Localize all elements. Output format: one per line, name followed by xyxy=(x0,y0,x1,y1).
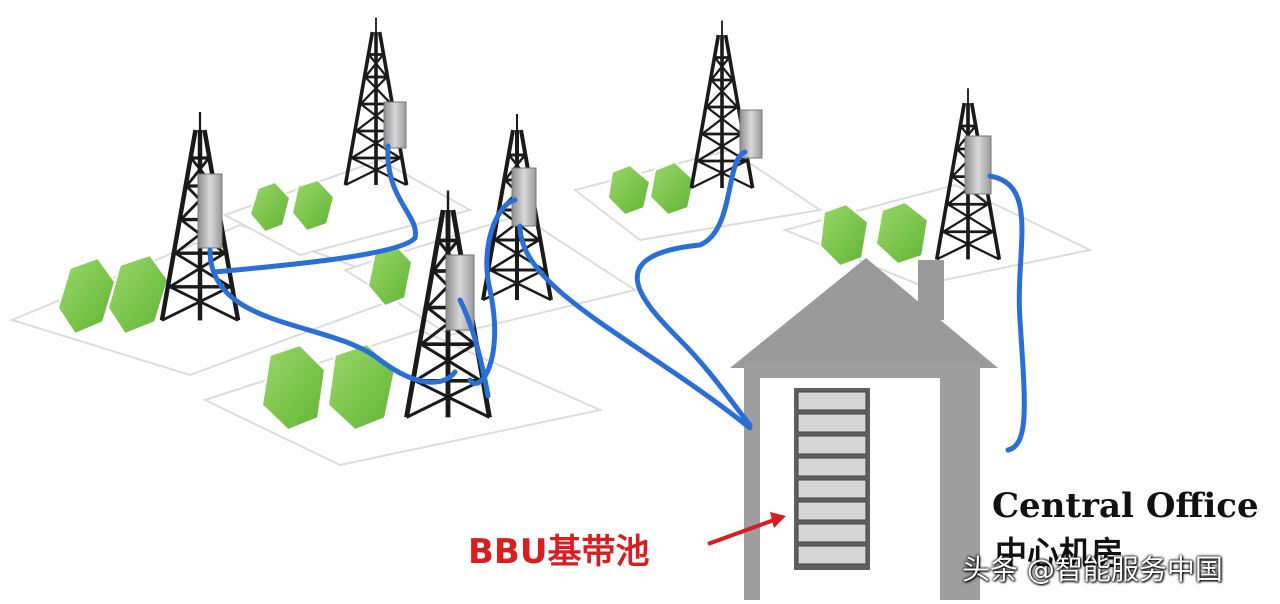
hex-cell xyxy=(648,160,696,217)
hex-cell xyxy=(366,242,414,308)
hex-cell xyxy=(818,202,870,268)
rru-icon xyxy=(511,167,537,227)
hex-cell xyxy=(248,180,292,234)
hex-cell xyxy=(290,178,336,233)
bbu-pool-label: BBU基带池 xyxy=(468,532,650,572)
cell-hexagons xyxy=(56,160,930,432)
rru-icon xyxy=(197,173,223,249)
rru-icon xyxy=(964,135,992,195)
hex-cell xyxy=(106,253,170,336)
hex-cell xyxy=(874,200,930,266)
hex-cell xyxy=(606,163,652,217)
tower-icon xyxy=(343,15,409,187)
bbu-pool-rack xyxy=(794,388,870,570)
tower-icon xyxy=(689,18,755,190)
rru-units xyxy=(197,101,992,331)
rru-icon xyxy=(739,109,763,159)
watermark-text: 头条 @智能服务中国 xyxy=(962,553,1223,586)
central-office-building xyxy=(730,258,998,600)
hex-cell xyxy=(260,343,327,432)
hex-cell xyxy=(56,256,117,336)
central-office-label: Central Office xyxy=(992,486,1259,526)
rru-icon xyxy=(383,101,407,149)
bbu-pointer-arrow xyxy=(707,512,786,546)
central-office-label-cn: 中心机房 xyxy=(995,534,1124,572)
fiber-links xyxy=(207,143,1027,453)
hex-cell xyxy=(326,342,397,432)
